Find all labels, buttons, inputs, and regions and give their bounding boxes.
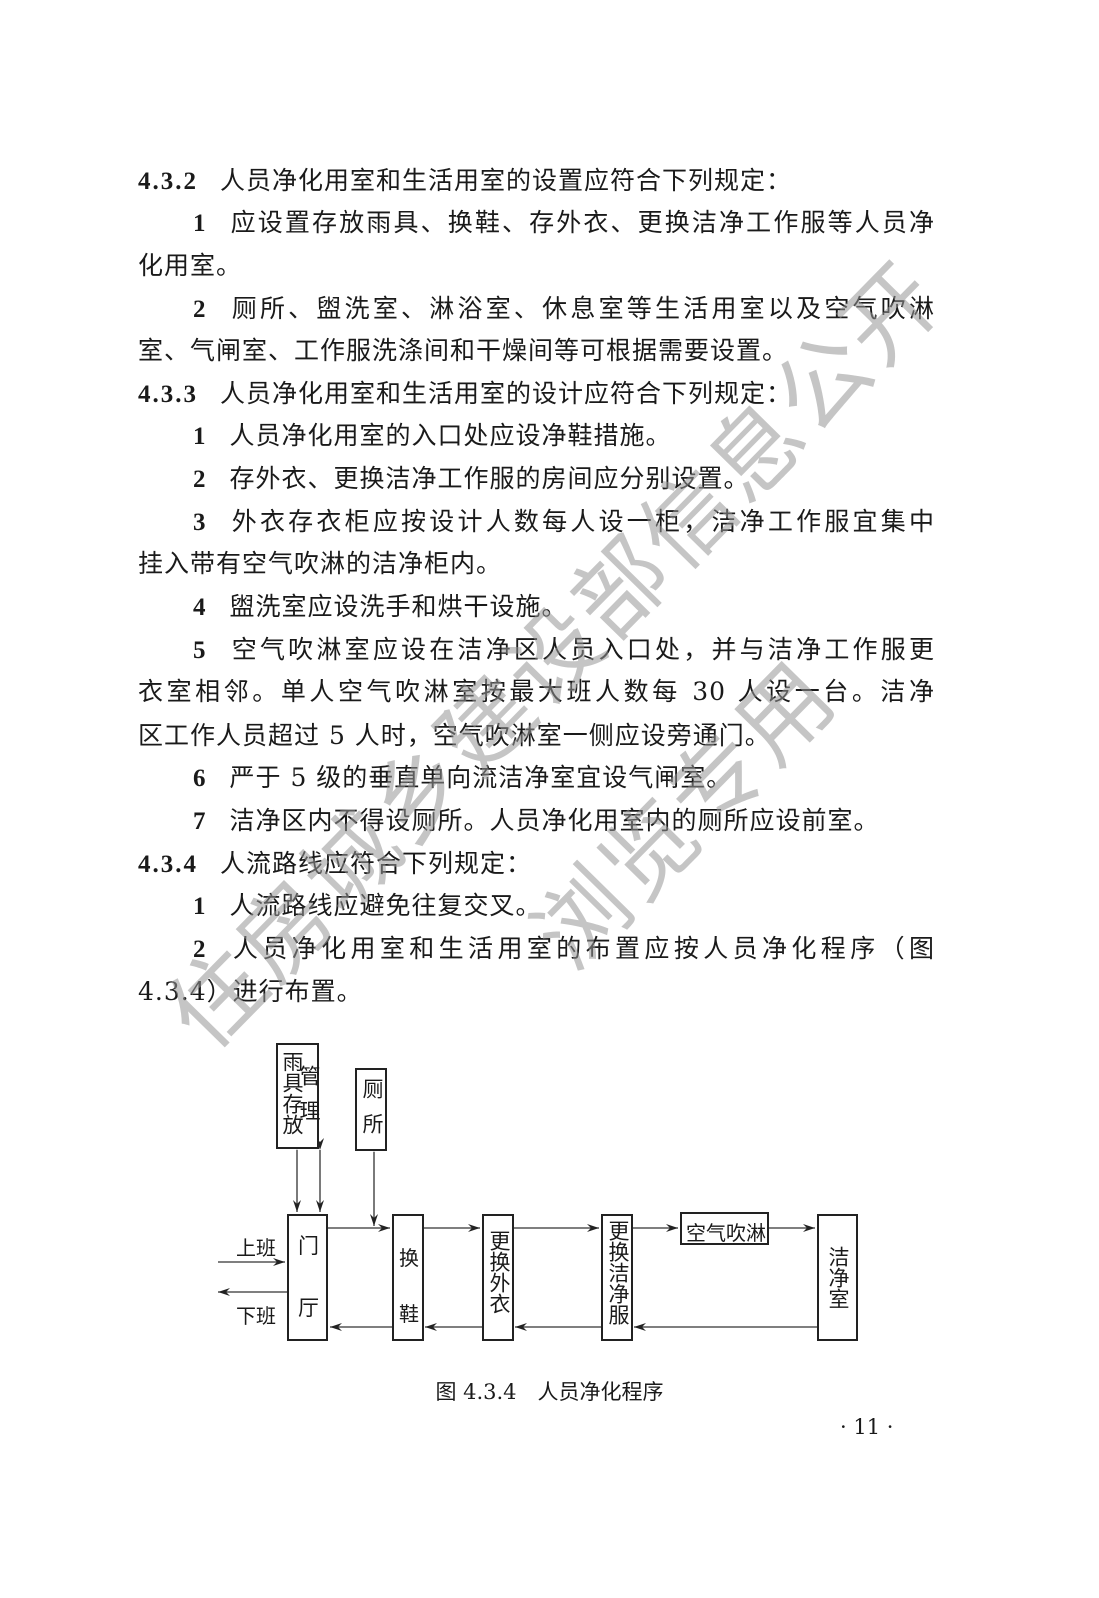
line-text: 4.3.4）进行布置。	[138, 977, 363, 1006]
box-label: 空气吹淋	[686, 1221, 766, 1245]
line-text: 应设置存放雨具、换鞋、存外衣、更换洁净工作服等人员净	[229, 208, 935, 237]
clause-number: 1	[193, 893, 208, 920]
label-leave: 下班	[236, 1304, 276, 1328]
page-number: · 11 ·	[840, 1415, 894, 1439]
line-text: 化用室。	[138, 251, 243, 280]
line-text: 人流路线应符合下列规定：	[220, 849, 533, 878]
clause-number: 4.3.3	[138, 381, 198, 408]
text-line: 7 洁净区内不得设厕所。人员净化用室内的厕所应设前室。	[193, 800, 935, 842]
clause-number: 4.3.2	[138, 168, 198, 195]
text-line: 2 厕所、盥洗室、淋浴室、休息室等生活用室以及空气吹淋	[193, 288, 935, 330]
text-line: 4.3.4）进行布置。	[138, 971, 935, 1013]
box-label: 换	[399, 1246, 419, 1270]
line-text: 洁净区内不得设厕所。人员净化用室内的厕所应设前室。	[229, 806, 880, 835]
text-line: 2 人员净化用室和生活用室的布置应按人员净化程序（图	[193, 928, 935, 970]
clause-number: 7	[193, 808, 208, 835]
clause-number: 4.3.4	[138, 851, 198, 878]
clause-heading-line: 4.3.2 人员净化用室和生活用室的设置应符合下列规定：	[138, 160, 935, 202]
line-text: 挂入带有空气吹淋的洁净柜内。	[138, 549, 503, 578]
line-text: 人员净化用室的入口处应设净鞋措施。	[229, 421, 672, 450]
line-text: 衣室相邻。单人空气吹淋室按最大班人数每 30 人设一台。洁净	[138, 677, 935, 706]
clause-heading-line: 4.3.4 人流路线应符合下列规定：	[138, 843, 935, 885]
clause-number: 4	[193, 594, 208, 621]
text-line: 1 人流路线应避免往复交叉。	[193, 885, 935, 927]
box-air-shower: 空气吹淋	[680, 1212, 769, 1245]
box-clean-room: 洁净室	[817, 1214, 858, 1341]
clause-number: 2	[193, 466, 208, 493]
text-line: 2 存外衣、更换洁净工作服的房间应分别设置。	[193, 458, 935, 500]
box-lobby: 门 厅	[287, 1214, 328, 1341]
text-line: 1 应设置存放雨具、换鞋、存外衣、更换洁净工作服等人员净	[193, 202, 935, 244]
text-line: 衣室相邻。单人空气吹淋室按最大班人数每 30 人设一台。洁净	[138, 671, 935, 713]
line-text: 室、气闸室、工作服洗涤间和干燥间等可根据需要设置。	[138, 336, 789, 365]
label-arrive: 上班	[236, 1236, 276, 1260]
clause-number: 6	[193, 765, 208, 792]
line-text: 存外衣、更换洁净工作服的房间应分别设置。	[229, 464, 750, 493]
box-label: 鞋	[399, 1302, 419, 1326]
text-line: 4 盥洗室应设洗手和烘干设施。	[193, 586, 935, 628]
clause-number: 3	[193, 509, 208, 536]
line-text: 人员净化用室和生活用室的设置应符合下列规定：	[220, 166, 793, 195]
line-text: 人员净化用室和生活用室的设计应符合下列规定：	[220, 379, 793, 408]
box-label: 管理	[297, 1065, 321, 1135]
line-text: 人员净化用室和生活用室的布置应按人员净化程序（图	[229, 934, 935, 963]
clause-number: 1	[193, 423, 208, 450]
clause-number: 2	[193, 936, 208, 963]
text-line: 室、气闸室、工作服洗涤间和干燥间等可根据需要设置。	[138, 330, 935, 372]
text-line: 6 严于 5 级的垂直单向流洁净室宜设气闸室。	[193, 757, 935, 799]
text-line: 3 外衣存衣柜应按设计人数每人设一柜，洁净工作服宜集中	[193, 501, 935, 543]
box-label: 雨具存放	[280, 1051, 304, 1135]
box-label: 更换外衣	[487, 1230, 511, 1314]
line-text: 区工作人员超过 5 人时，空气吹淋室一侧应设旁通门。	[138, 721, 771, 750]
line-text: 盥洗室应设洗手和烘干设施。	[229, 592, 568, 621]
line-text: 空气吹淋室应设在洁净区人员入口处，并与洁净工作服更	[229, 635, 935, 664]
box-label: 更换洁净服	[606, 1220, 630, 1325]
clause-number: 5	[193, 637, 208, 664]
figure-caption: 图 4.3.4 人员净化程序	[435, 1380, 664, 1404]
box-label: 厕所	[360, 1078, 384, 1148]
box-label: 门	[298, 1234, 319, 1258]
box-label: 厅	[298, 1296, 319, 1320]
box-shoe-change: 换 鞋	[392, 1214, 424, 1341]
box-label: 洁净室	[826, 1246, 850, 1309]
text-line: 区工作人员超过 5 人时，空气吹淋室一侧应设旁通门。	[138, 715, 935, 757]
text-line: 挂入带有空气吹淋的洁净柜内。	[138, 543, 935, 585]
box-toilet: 厕所	[355, 1068, 387, 1151]
clause-number: 2	[193, 296, 208, 323]
line-text: 外衣存衣柜应按设计人数每人设一柜，洁净工作服宜集中	[229, 507, 935, 536]
text-line: 化用室。	[138, 245, 935, 287]
line-text: 严于 5 级的垂直单向流洁净室宜设气闸室。	[229, 763, 733, 792]
clause-heading-line: 4.3.3 人员净化用室和生活用室的设计应符合下列规定：	[138, 373, 935, 415]
clause-number: 1	[193, 210, 208, 237]
box-rain-gear-storage: 雨具存放 管理	[276, 1043, 321, 1149]
box-change-clean-suit: 更换洁净服	[601, 1214, 633, 1341]
line-text: 厕所、盥洗室、淋浴室、休息室等生活用室以及空气吹淋	[229, 294, 935, 323]
line-text: 人流路线应避免往复交叉。	[229, 891, 542, 920]
text-line: 5 空气吹淋室应设在洁净区人员入口处，并与洁净工作服更	[193, 629, 935, 671]
box-change-outer-coat: 更换外衣	[482, 1214, 514, 1341]
text-line: 1 人员净化用室的入口处应设净鞋措施。	[193, 415, 935, 457]
